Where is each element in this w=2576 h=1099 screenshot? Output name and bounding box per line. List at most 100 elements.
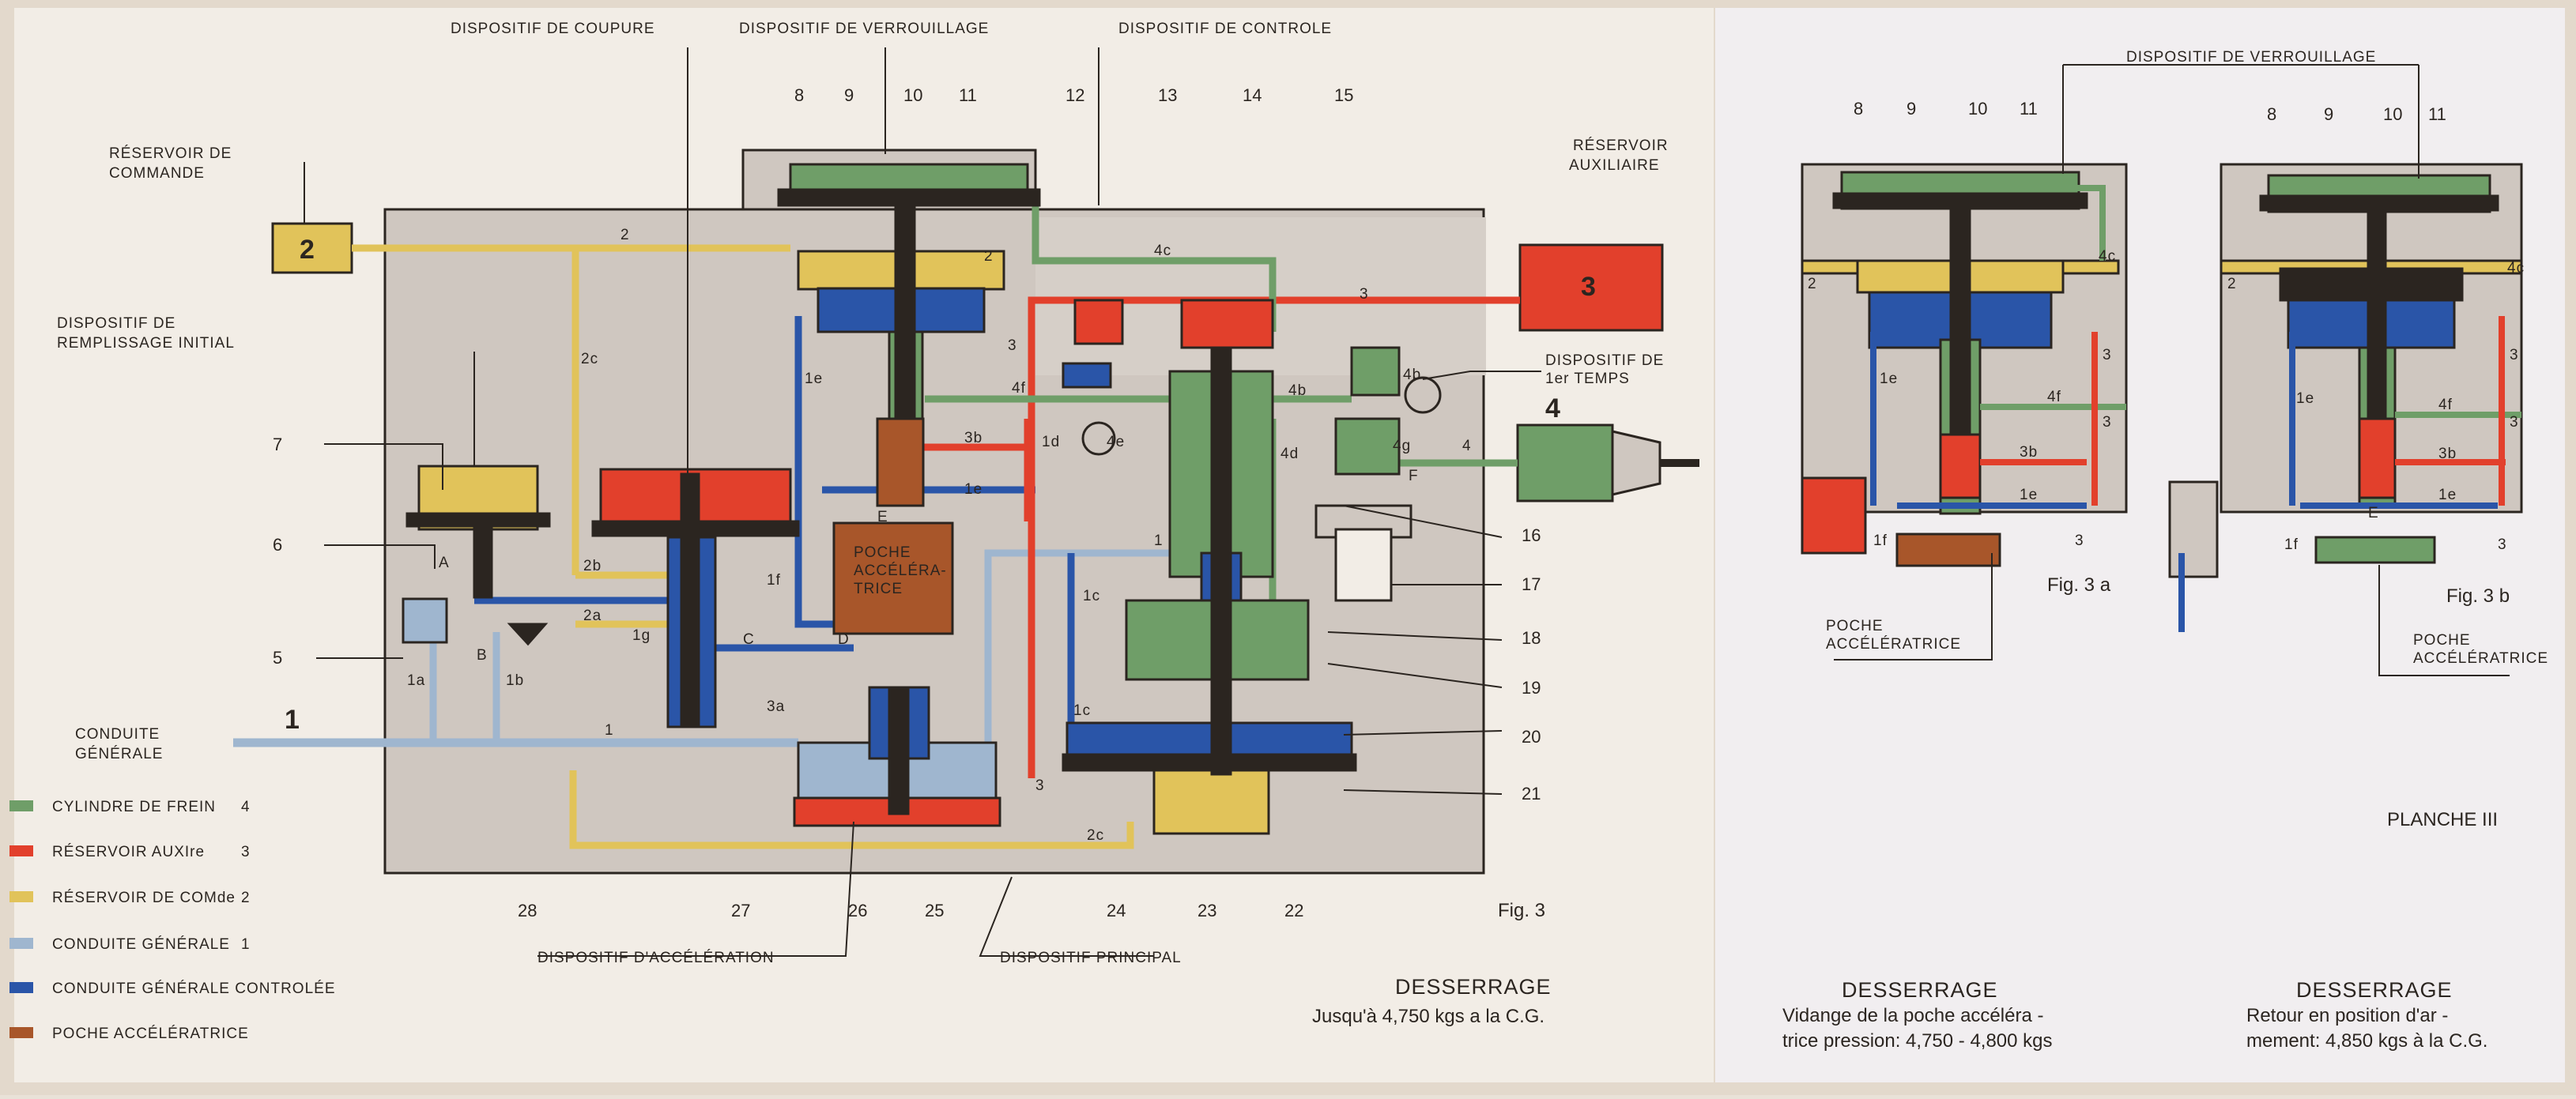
pipe-4c [1032,205,1277,332]
legend-label-4: CONDUITE GÉNÉRALE CONTROLÉE [52,980,336,997]
leader-lines [304,47,1541,957]
label-conduite-generale-2: GÉNÉRALE [75,746,163,762]
legend [9,800,33,1038]
label-dispositif-verrouillage: DISPOSITIF DE VERROUILLAGE [739,21,989,37]
tag-25: 1e [964,481,983,498]
num-top-0: 8 [794,85,804,105]
cylinder-rod-guide [1611,430,1661,496]
tag-28: 1c [1073,702,1091,719]
tag-4: 2a [583,608,602,624]
tag-7: 1f [767,572,781,589]
num-right-1: 17 [1522,574,1541,594]
rp-b-tag-2: 4f [2438,397,2453,413]
label-dispositif-acceleration: DISPOSITIF D'ACCÉLÉRATION [537,950,775,966]
tag-30: A [439,555,450,571]
label-desserrage-sub: Jusqu'à 4,750 kgs a la C.G. [1312,1006,1544,1027]
rp-b-num-2: 10 [2383,104,2402,124]
legend-num-0: 4 [241,799,251,815]
label-poche-2: ACCÉLÉRA- [854,563,947,579]
filling-stem [473,525,493,599]
num-left-1: 6 [273,535,282,555]
tag-33: D [838,631,850,648]
num-brake-pipe: 1 [285,705,300,735]
valve-4e [1081,421,1116,456]
tag-15: 3b [964,430,983,446]
fig3a-accel-chamber [1895,533,2001,567]
legend-num-3: 1 [241,936,251,953]
tag-31: B [477,647,488,664]
num-right-2: 18 [1522,628,1541,648]
rp-b-num-1: 9 [2324,104,2333,124]
tag-3: 2b [583,558,602,574]
tag-0: 2 [620,227,630,243]
num-top-6: 14 [1243,85,1262,105]
num-top-2: 10 [903,85,922,105]
first-stage-top [1350,346,1401,397]
fig3a-pipe-4c [2071,185,2106,261]
rp-poche-a-1: POCHE [1826,618,1884,634]
rp-desserrage-b: DESSERRAGE [2296,978,2453,1002]
legend-swatch-4 [9,982,33,993]
rp-caption-a-1: Vidange de la poche accéléra - [1782,1005,2043,1026]
main-spring-chamber [1152,769,1270,835]
fig3a-lower-valve [1939,433,1982,499]
label-remplissage-1: DISPOSITIF DE [57,315,175,332]
rp-a-tag-2: 4f [2047,389,2061,405]
command-reservoir [271,222,353,274]
rp-a-tag-1: 1e [1880,371,1898,387]
num-bottom-0: 28 [518,901,537,920]
control-valve-12 [1073,299,1124,345]
num-right-5: 21 [1522,784,1541,804]
num-bottom-1: 27 [731,901,750,920]
label-desserrage: DESSERRAGE [1395,975,1552,999]
valve-4b [1404,376,1442,414]
rp-b-tag-1: 1e [2296,390,2314,407]
rp-a-num-1: 9 [1907,99,1916,119]
legend-label-1: RÉSERVOIR AUXIre [52,844,205,860]
label-dispositif-coupure: DISPOSITIF DE COUPURE [451,21,655,37]
legend-swatch-0 [9,800,33,811]
rp-b-tag-4: 3 [2510,347,2519,363]
legend-label-2: RÉSERVOIR DE COMde [52,890,236,906]
rp-fig-3a: Fig. 3 a [2047,574,2111,596]
rp-a-tag-0: 2 [1808,276,1817,292]
filling-diaphragm [405,512,551,528]
tag-2: 2c [581,351,598,367]
legend-num-2: 2 [241,890,251,906]
tag-9: 1c [1083,588,1100,604]
legend-label-5: POCHE ACCÉLÉRATRICE [52,1026,249,1042]
brake-cylinder [1516,423,1614,502]
legend-swatch-1 [9,845,33,856]
first-stage-chamber [1334,417,1401,476]
label-reservoir-commande-2: COMMANDE [109,165,205,182]
first-stage-spring [1334,528,1393,602]
tag-35: F [1409,468,1419,484]
num-aux-reservoir: 3 [1581,272,1596,302]
num-bottom-4: 24 [1107,901,1126,920]
fig3b-lower-valve [2358,417,2397,499]
tag-26: 2c [1087,827,1104,844]
legend-swatch-2 [9,891,33,902]
rp-b-tag-3: 3b [2438,446,2457,462]
labels: DISPOSITIF DE COUPURE DISPOSITIF DE VERR… [52,21,2548,1052]
control-valve-13 [1180,299,1274,349]
rp-a-num-2: 10 [1968,99,1987,119]
control-valve-12-seat [1062,362,1112,389]
tag-13: 3 [1008,337,1017,354]
rp-poche-a-2: ACCÉLÉRATRICE [1826,636,1961,653]
tag-10: 1 [1154,533,1164,549]
rp-b-tag-0: 2 [2227,276,2237,292]
check-valve-b [507,623,549,646]
label-dispositif-controle: DISPOSITIF DE CONTROLE [1118,21,1332,37]
main-blue-chamber [1065,721,1353,756]
right-leader-lines [1834,64,2510,676]
pipe-1-main [984,549,1186,743]
tag-27: 1 [605,722,614,739]
rp-caption-a-2: trice pression: 4,750 - 4,800 kgs [1782,1030,2053,1052]
rp-planche: PLANCHE III [2387,809,2498,830]
rp-a-tag-9: 4c [2099,248,2116,265]
label-dispositif-principal: DISPOSITIF PRINCIPAL [1000,950,1182,966]
rp-a-num-3: 11 [2020,99,2038,119]
num-top-5: 13 [1158,85,1177,105]
